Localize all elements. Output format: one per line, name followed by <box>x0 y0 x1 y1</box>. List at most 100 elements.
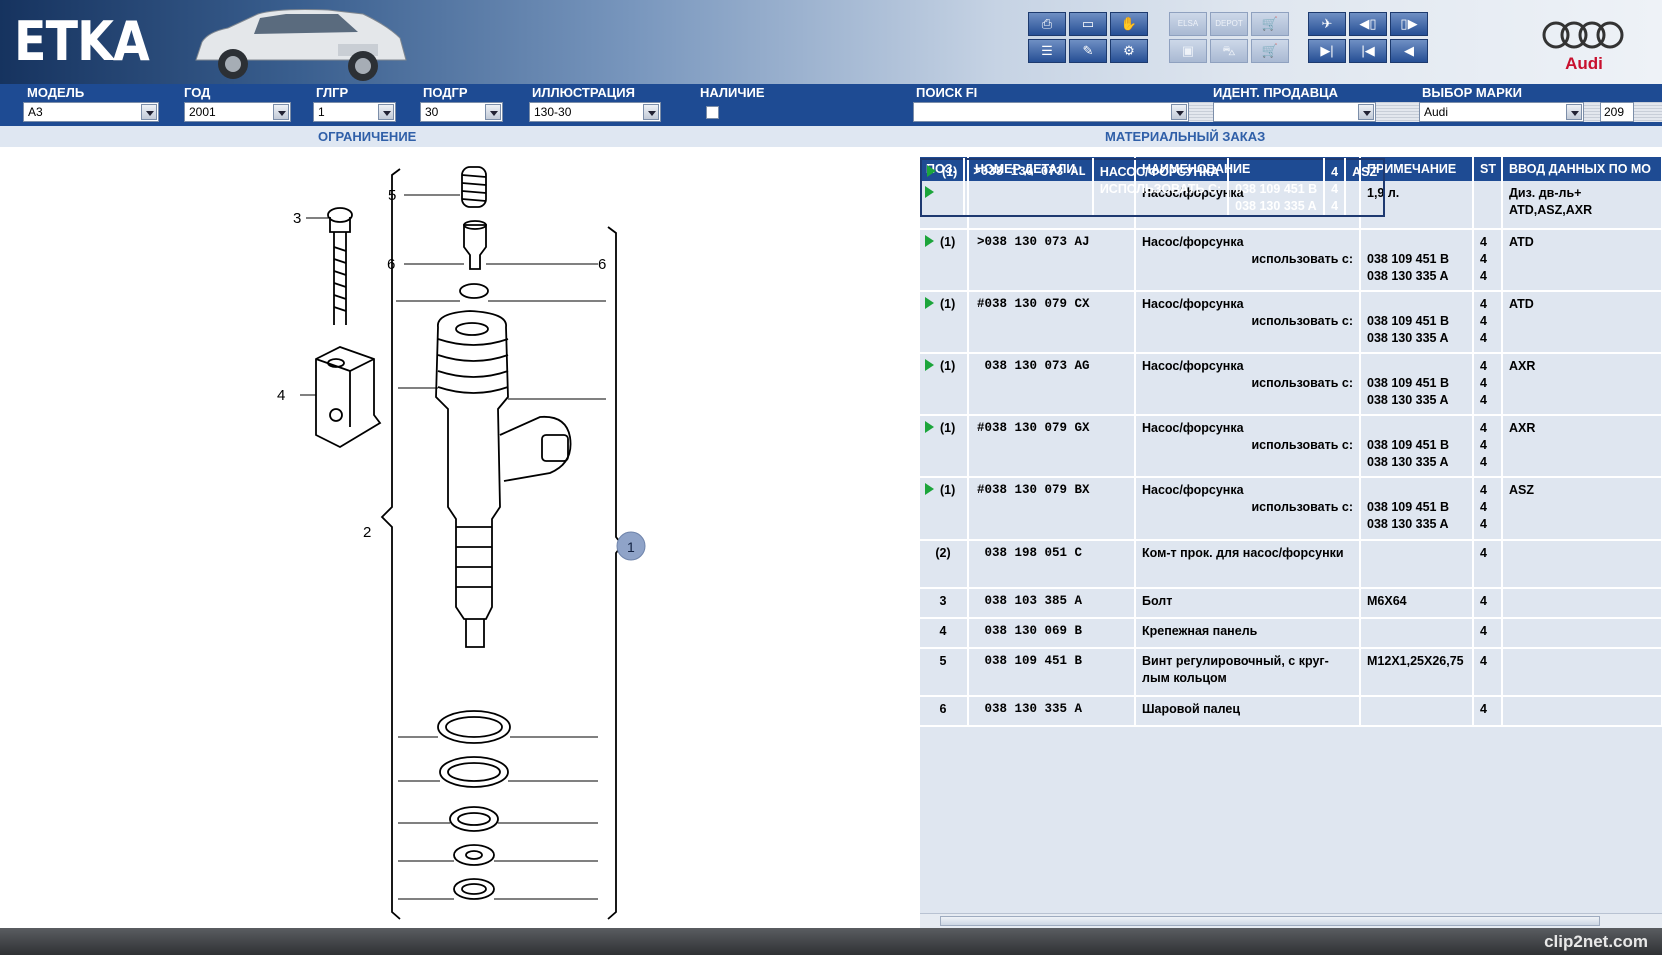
use-with-label: использовать с: <box>1251 500 1353 514</box>
expand-arrow-icon[interactable] <box>925 421 934 433</box>
handshake-icon[interactable]: ✋ <box>1110 12 1148 36</box>
pos-value: (1) <box>942 165 958 179</box>
car-icon[interactable]: ⛍ <box>1210 39 1248 63</box>
data-input-cell[interactable] <box>1502 588 1662 619</box>
pos-value: 6 <box>939 702 947 716</box>
chevron-down-icon[interactable] <box>1171 104 1187 120</box>
model-select[interactable]: A3 <box>23 102 159 122</box>
data-input-cell[interactable] <box>1502 648 1662 697</box>
podgr-label: ПОДГР <box>423 85 468 100</box>
st-value: 4 <box>1480 252 1487 266</box>
name-cell: Ком-т прок. для насос/форсунки <box>1135 540 1361 589</box>
podgr-select[interactable]: 30 <box>420 102 503 122</box>
chevron-down-icon[interactable] <box>1566 104 1582 120</box>
audi-rings-icon <box>1542 21 1624 49</box>
expand-arrow-icon[interactable] <box>925 359 934 371</box>
chevron-down-icon[interactable] <box>141 104 157 120</box>
chevron-down-icon[interactable] <box>1358 104 1374 120</box>
data-input-cell[interactable]: AXR <box>1502 415 1662 478</box>
subheader: ОГРАНИЧЕНИЕ МАТЕРИАЛЬНЫЙ ЗАКАЗ <box>0 126 1662 147</box>
glgr-select[interactable]: 1 <box>313 102 396 122</box>
pencil-icon[interactable]: ✎ <box>1069 39 1107 63</box>
data-input-cell[interactable]: ASZ <box>1345 158 1386 217</box>
chevron-down-icon[interactable] <box>378 104 394 120</box>
horizontal-scrollbar[interactable] <box>920 913 1662 928</box>
chevron-down-icon[interactable] <box>273 104 289 120</box>
last-icon[interactable]: ▶| <box>1308 39 1346 63</box>
use-with-label: использовать с: <box>1251 252 1353 266</box>
data-input-cell[interactable]: Диз. дв-ль+ ATD,ASZ,AXR <box>1502 181 1662 230</box>
expand-arrow-icon[interactable] <box>925 235 934 247</box>
pos-cell: (1) <box>920 158 966 217</box>
chevron-down-icon[interactable] <box>485 104 501 120</box>
data-input-cell[interactable]: ATD <box>1502 291 1662 354</box>
note-cell <box>1360 696 1474 727</box>
first-icon[interactable]: |◀ <box>1349 39 1387 63</box>
part-name: Шаровой палец <box>1142 702 1241 716</box>
st-value: 4 <box>1480 624 1487 638</box>
cart-add-icon[interactable]: 🛒 <box>1251 39 1289 63</box>
name-cell: Болт <box>1135 588 1361 619</box>
restriction-title: ОГРАНИЧЕНИЕ <box>318 129 417 144</box>
year-select[interactable]: 2001 <box>184 102 291 122</box>
substitute-part: 038 130 335 A <box>1367 269 1449 283</box>
callout-1-marker[interactable] <box>616 531 646 561</box>
expand-arrow-icon[interactable] <box>925 297 934 309</box>
callout-6-right: 6 <box>598 256 606 273</box>
availability-checkbox[interactable] <box>706 106 719 119</box>
use-with-label: использовать с: <box>1099 182 1222 196</box>
pin-icon[interactable]: ✈ <box>1308 12 1346 36</box>
window-icon[interactable]: ▭ <box>1069 12 1107 36</box>
prev-icon[interactable]: ◀ <box>1390 39 1428 63</box>
cart-icon[interactable]: 🛒 <box>1251 12 1289 36</box>
note-cell: M12X1,25X26,75 <box>1360 648 1474 697</box>
part-name: Насос/форсунка <box>1142 421 1244 435</box>
dealer-select[interactable] <box>1213 102 1376 122</box>
forward-doc-icon[interactable]: ▯▶ <box>1390 12 1428 36</box>
data-input-cell[interactable] <box>1502 540 1662 589</box>
data-input-cell[interactable] <box>1502 696 1662 727</box>
print-icon[interactable]: ⎙ <box>1028 12 1066 36</box>
use-with-label: использовать с: <box>1251 438 1353 452</box>
pos-value: (1) <box>940 359 956 373</box>
pos-cell: (2) <box>920 540 969 589</box>
depot-icon[interactable]: DEPOT <box>1210 12 1248 36</box>
order-title: МАТЕРИАЛЬНЫЙ ЗАКАЗ <box>1105 129 1266 144</box>
st-value: 4 <box>1480 376 1487 390</box>
column-header[interactable]: ST <box>1473 157 1503 181</box>
brand-select[interactable]: Audi <box>1419 102 1584 122</box>
expand-arrow-icon[interactable] <box>927 165 936 177</box>
tools-icon[interactable]: ⚙ <box>1110 39 1148 63</box>
monitor-icon[interactable]: ▣ <box>1169 39 1207 63</box>
data-input-cell[interactable]: ATD <box>1502 229 1662 292</box>
data-input-cell[interactable]: AXR <box>1502 353 1662 416</box>
chevron-down-icon[interactable] <box>643 104 659 120</box>
elsa-icon[interactable]: ELSA <box>1169 12 1207 36</box>
st-value: 4 <box>1331 199 1339 213</box>
search-select[interactable] <box>913 102 1189 122</box>
st-value: 4 <box>1480 594 1487 608</box>
part-name: Винт регулировочный, с круг-лым кольцом <box>1142 654 1329 685</box>
scrollbar-thumb[interactable] <box>940 916 1600 926</box>
expand-arrow-icon[interactable] <box>925 483 934 495</box>
data-input-cell[interactable]: ASZ <box>1502 478 1662 541</box>
substitute-part: 038 109 451 B <box>1235 182 1318 196</box>
illustration-select[interactable]: 130-30 <box>529 102 661 122</box>
column-header[interactable]: ВВОД ДАННЫХ ПО МО <box>1502 157 1662 181</box>
list-icon[interactable]: ☰ <box>1028 39 1066 63</box>
pos-cell: 5 <box>920 648 969 697</box>
data-input-cell[interactable] <box>1502 618 1662 649</box>
part-name: Насос/форсунка <box>1142 297 1244 311</box>
back-doc-icon[interactable]: ◀▯ <box>1349 12 1387 36</box>
table-row[interactable]: (1)>038 130 073 ALНасос/форсункаиспользо… <box>920 158 1386 220</box>
